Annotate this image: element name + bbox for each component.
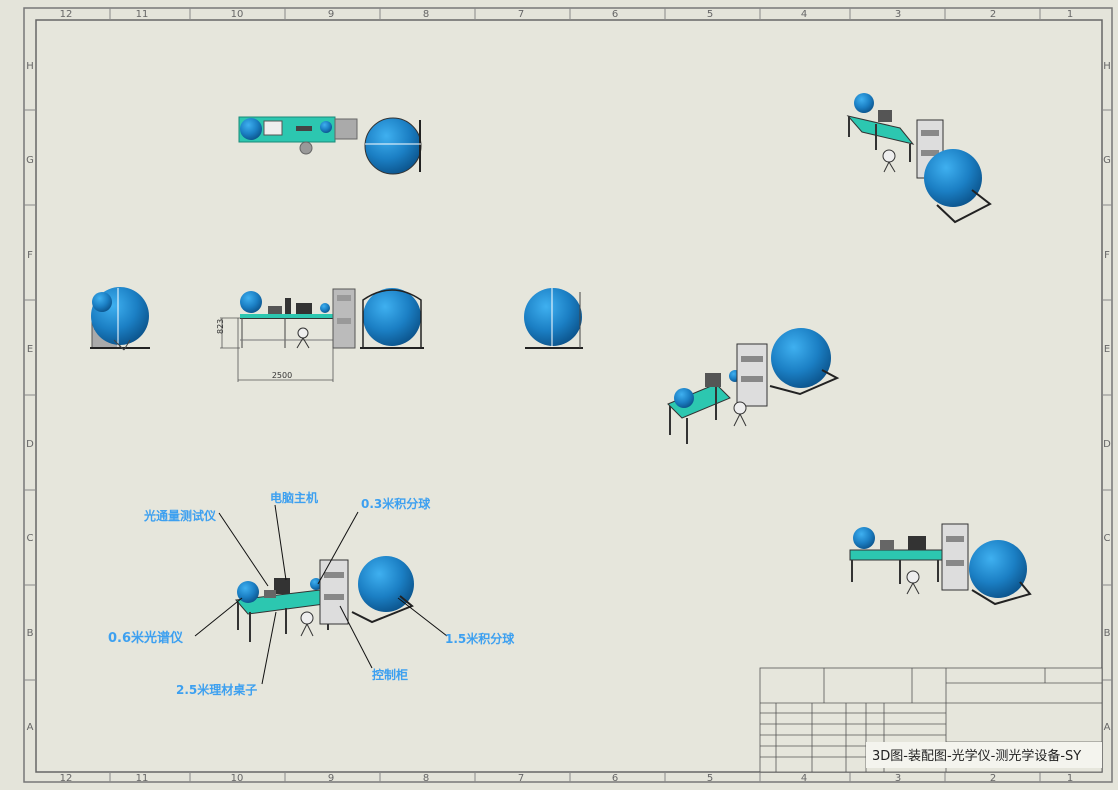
col-label: 3	[895, 773, 901, 784]
row-label: G	[26, 155, 34, 166]
right-side-view	[524, 288, 583, 349]
col-label: 8	[423, 9, 429, 20]
col-label: 9	[328, 9, 334, 20]
col-label: 4	[801, 9, 807, 20]
col-label: 7	[518, 9, 524, 20]
col-label: 12	[60, 773, 73, 784]
callout-flux-tester: 光通量测试仪	[143, 508, 217, 523]
col-label: 6	[612, 773, 618, 784]
col-label: 9	[328, 773, 334, 784]
col-label: 10	[231, 9, 244, 20]
left-side-view	[90, 287, 150, 351]
leader-lines	[194, 504, 448, 685]
top-view	[238, 116, 422, 175]
row-label: B	[27, 628, 34, 639]
dimension-height: 823	[216, 319, 225, 334]
row-label: H	[1103, 61, 1111, 72]
col-label: 4	[801, 773, 807, 784]
callout-control-cabinet: 控制柜	[372, 667, 408, 682]
iso-view-bottom-right	[849, 523, 1032, 606]
row-label: C	[27, 533, 34, 544]
row-label: A	[27, 722, 34, 733]
row-label: F	[1104, 250, 1110, 261]
col-label: 8	[423, 773, 429, 784]
col-label: 2	[990, 773, 996, 784]
iso-view-top-right	[846, 93, 992, 224]
callout-sphere-15: 1.5米积分球	[445, 631, 515, 646]
row-label: B	[1104, 628, 1111, 639]
row-label: H	[26, 61, 34, 72]
front-view: 823 2500	[216, 288, 424, 382]
zone-ticks	[24, 8, 1112, 782]
col-label: 1	[1067, 773, 1073, 784]
col-label: 11	[136, 773, 149, 784]
col-label: 1	[1067, 9, 1073, 20]
col-label: 10	[231, 773, 244, 784]
callout-table-25: 2.5米理材桌子	[176, 682, 257, 697]
drawing-title: 3D图-装配图-光学仪-测光学设备-SY	[872, 748, 1081, 764]
title-box	[866, 742, 1102, 768]
callout-computer: 电脑主机	[270, 490, 318, 505]
row-label: D	[1103, 439, 1111, 450]
row-label: C	[1104, 533, 1111, 544]
row-label: F	[27, 250, 33, 261]
row-label: D	[26, 439, 34, 450]
row-label: A	[1104, 722, 1111, 733]
col-label: 11	[136, 9, 149, 20]
row-label: E	[1104, 344, 1110, 355]
col-label: 6	[612, 9, 618, 20]
col-label: 7	[518, 773, 524, 784]
iso-view-middle	[667, 328, 840, 444]
dimension-width: 2500	[272, 371, 292, 380]
col-label: 3	[895, 9, 901, 20]
row-label: G	[1103, 155, 1111, 166]
callout-sphere-03: 0.3米积分球	[361, 496, 431, 511]
col-label: 12	[60, 9, 73, 20]
col-label: 5	[707, 9, 713, 20]
col-label: 2	[990, 9, 996, 20]
callout-spectrometer-06: 0.6米光谱仪	[108, 630, 184, 646]
col-label: 5	[707, 773, 713, 784]
row-label: E	[27, 344, 33, 355]
